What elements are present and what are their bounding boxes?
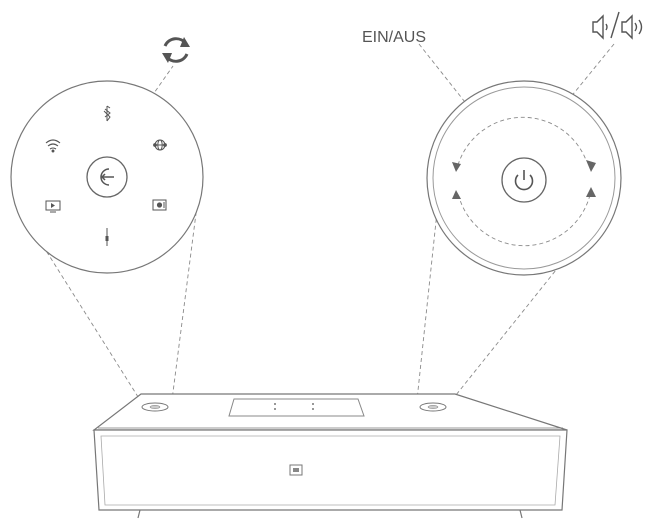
power-label: EIN/AUS xyxy=(362,29,426,46)
arrow-left-up xyxy=(452,162,461,172)
arrow-right-up xyxy=(586,187,596,197)
speaker-front-face xyxy=(93,429,568,511)
sync-arrows-icon xyxy=(162,37,190,63)
wifi-icon[interactable] xyxy=(45,139,61,153)
airplay-icon[interactable] xyxy=(45,200,61,213)
source-button[interactable] xyxy=(86,156,128,198)
volume-callout-line xyxy=(569,43,615,99)
arrow-left-down xyxy=(452,190,461,199)
left-leader-line-inner xyxy=(171,197,199,401)
speaker-unit xyxy=(92,393,568,519)
speaker-feet xyxy=(137,509,523,519)
network-globe-icon[interactable] xyxy=(153,139,167,151)
power-icon xyxy=(514,170,534,191)
power-volume-panel xyxy=(426,80,622,276)
brand-logo-icon xyxy=(289,464,303,476)
power-button[interactable] xyxy=(501,157,547,203)
volume-panel-inner-ring xyxy=(432,86,616,270)
speaker-source-button[interactable] xyxy=(141,402,169,412)
volume-icon xyxy=(592,11,643,40)
bluetooth-icon[interactable] xyxy=(103,105,111,122)
source-control-panel xyxy=(10,80,204,274)
optical-input-icon[interactable] xyxy=(152,199,167,211)
speaker-front-bevel xyxy=(100,435,561,506)
volume-rotation-arcs[interactable] xyxy=(452,116,596,247)
aux-jack-icon[interactable] xyxy=(105,228,109,246)
arrow-right-down xyxy=(586,160,596,172)
source-input-icon xyxy=(100,168,114,186)
speaker-power-volume-button[interactable] xyxy=(419,402,447,412)
speaker-top-display xyxy=(228,398,365,417)
